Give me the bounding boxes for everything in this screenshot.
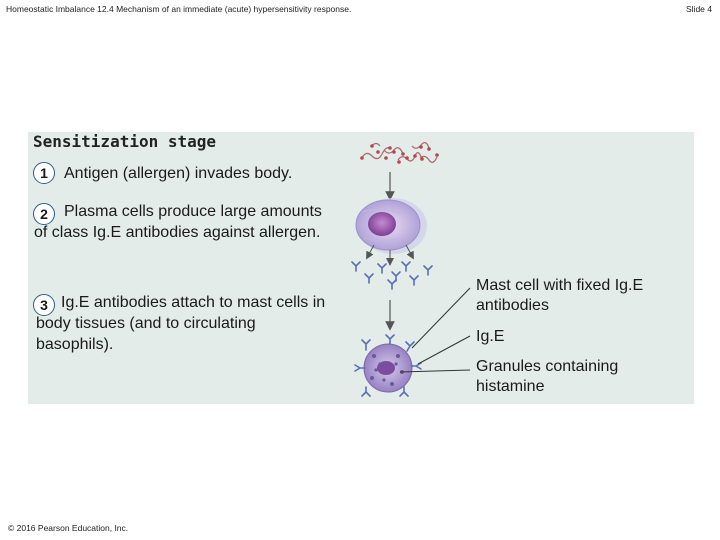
diagram-panel <box>28 132 694 404</box>
step-2-number: 2 <box>33 203 55 225</box>
granules-label: Granules containing histamine <box>476 358 619 395</box>
ige-label: Ig.E <box>476 328 505 345</box>
antibody-icon <box>351 261 433 290</box>
step-3-number: 3 <box>33 294 55 316</box>
step-3-text: Ig.E antibodies attach to mast cells in … <box>36 294 326 353</box>
step-1-number: 1 <box>33 162 55 184</box>
stage-title: Sensitization stage <box>33 132 217 151</box>
step-2-text: Plasma cells produce large amounts of cl… <box>34 203 322 241</box>
release-arrows-icon <box>366 244 414 266</box>
allergen-icon <box>360 141 439 164</box>
leader-lines <box>399 287 471 373</box>
slide-number: Slide 4 <box>686 4 712 14</box>
mast-cell-icon <box>354 334 422 397</box>
slide-title: Homeostatic Imbalance 12.4 Mechanism of … <box>6 4 352 14</box>
copyright: © 2016 Pearson Education, Inc. <box>8 523 129 533</box>
step-1-text: Antigen (allergen) invades body. <box>64 165 293 182</box>
plasma-cell-icon <box>355 198 427 254</box>
mast-cell-label: Mast cell with fixed Ig.E antibodies <box>476 277 644 314</box>
